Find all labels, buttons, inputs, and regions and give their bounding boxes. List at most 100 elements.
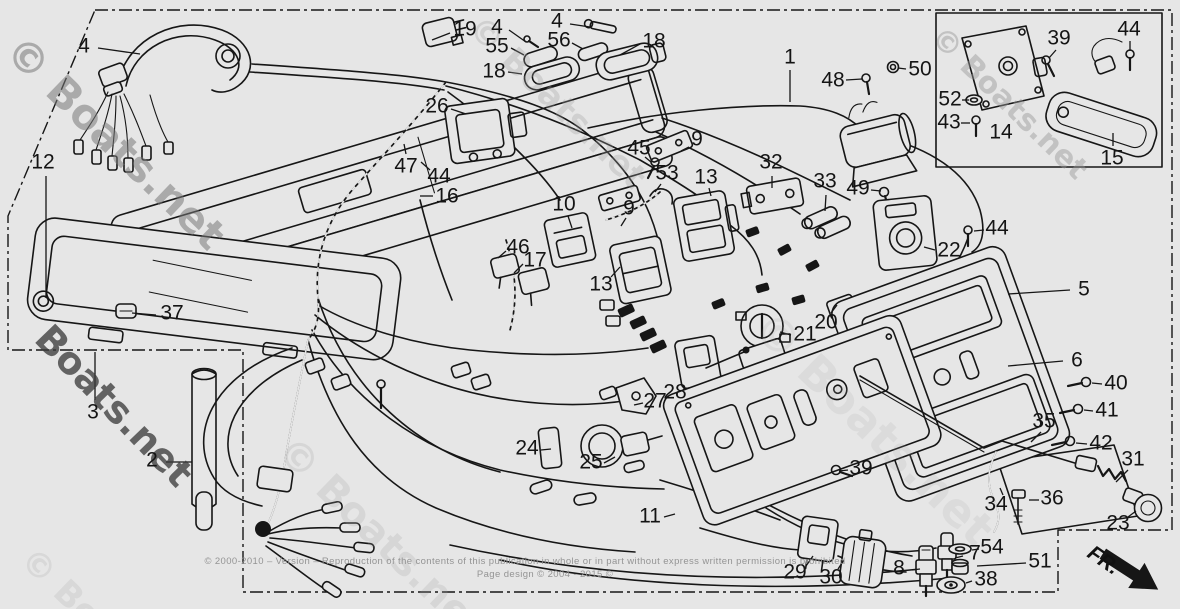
leader-8	[911, 568, 921, 571]
knob-23	[1133, 493, 1163, 523]
callout-39: 39	[849, 456, 873, 480]
leader-4	[569, 23, 591, 28]
bolt-36	[1011, 489, 1026, 525]
leader-4	[97, 47, 141, 55]
callout-19: 19	[453, 17, 477, 41]
leader-18	[619, 43, 641, 56]
callout-44: 44	[427, 164, 451, 188]
callout-56: 56	[547, 28, 571, 52]
plate-9a	[645, 129, 694, 163]
callout-44: 44	[985, 216, 1009, 240]
leader-11	[663, 513, 676, 518]
leader-42	[1075, 442, 1088, 445]
bottom-parts	[796, 515, 972, 598]
leader-39	[838, 469, 849, 472]
page-design-line: Page design © 2004 - 2015 ©	[476, 569, 614, 580]
leader-47	[403, 143, 407, 155]
leader-41	[1083, 409, 1094, 412]
callout-27: 27	[643, 389, 667, 413]
callout-48: 48	[821, 68, 845, 92]
connector-19	[421, 16, 467, 48]
cylinders-33	[801, 206, 851, 240]
leader-45	[644, 156, 652, 163]
leader-49	[870, 189, 882, 192]
leader-50	[897, 67, 907, 70]
leader-4	[508, 29, 527, 43]
leader-19	[431, 32, 451, 41]
callout-37: 37	[160, 301, 184, 325]
callout-45: 45	[627, 136, 651, 160]
regulator-22	[872, 195, 938, 271]
cable-4	[73, 24, 252, 173]
callout-50: 50	[908, 57, 932, 81]
callout-32: 32	[759, 150, 783, 174]
callout-23: 23	[1106, 511, 1130, 535]
callout-41: 41	[1095, 398, 1119, 422]
callout-30: 30	[819, 565, 843, 589]
leader-53	[654, 183, 662, 193]
leader-38	[965, 580, 973, 584]
mid-components	[421, 16, 973, 307]
callout-8: 8	[893, 556, 905, 580]
callout-7: 7	[969, 541, 981, 565]
leader-40	[1091, 382, 1103, 385]
callout-16: 16	[435, 184, 459, 208]
callout-28: 28	[663, 380, 687, 404]
callout-5: 5	[1078, 277, 1090, 301]
callout-46: 46	[506, 235, 530, 259]
callout-44: 44	[1117, 17, 1141, 41]
filter-30	[838, 528, 887, 589]
callout-31: 31	[1121, 447, 1145, 471]
callout-3: 3	[87, 400, 99, 424]
leader-9	[620, 217, 627, 227]
callout-14: 14	[989, 120, 1013, 144]
spark-plug-8	[915, 545, 937, 598]
leader-13	[610, 266, 621, 278]
leader-56	[571, 42, 584, 50]
wire-harness	[195, 63, 984, 598]
bracket-15	[1045, 91, 1158, 158]
callout-51: 51	[1028, 549, 1052, 573]
callout-4: 4	[551, 9, 563, 33]
leader-22	[923, 246, 936, 251]
leader-10	[567, 215, 573, 229]
callout-35: 35	[1032, 409, 1056, 433]
leader-20	[830, 304, 838, 314]
callout-6: 6	[1071, 348, 1083, 372]
leader-30	[837, 559, 845, 570]
box-10	[543, 212, 597, 268]
cover-panel-12	[26, 61, 673, 361]
cdi-unit-14	[961, 25, 1045, 111]
callout-49: 49	[846, 176, 870, 200]
inset-parts	[961, 25, 1158, 158]
callout-17: 17	[523, 248, 547, 272]
callout-21: 21	[793, 322, 817, 346]
callout-22: 22	[937, 238, 961, 262]
leader-51	[976, 562, 1027, 567]
leader-44	[420, 161, 431, 171]
callout-1: 1	[784, 45, 796, 69]
callout-18: 18	[482, 59, 506, 83]
bracket-32	[740, 177, 805, 215]
callout-2: 2	[146, 448, 158, 472]
leader-6	[1007, 360, 1064, 367]
inset-box	[935, 12, 1163, 168]
callout-9: 9	[623, 196, 635, 220]
spring	[1096, 464, 1128, 483]
switch-21	[735, 304, 791, 371]
leader-23	[1127, 510, 1137, 518]
leader-18	[507, 71, 523, 75]
leader-44	[973, 229, 985, 232]
leader-33	[824, 194, 827, 212]
leader-54	[971, 548, 980, 551]
callout-15: 15	[1100, 146, 1124, 170]
leader-5	[1007, 289, 1071, 295]
callout-9: 9	[691, 127, 703, 151]
callout-33: 33	[813, 169, 837, 193]
leader-55	[510, 47, 525, 56]
leader-17	[513, 263, 524, 274]
leader-9	[680, 146, 690, 152]
callout-38: 38	[974, 567, 998, 591]
